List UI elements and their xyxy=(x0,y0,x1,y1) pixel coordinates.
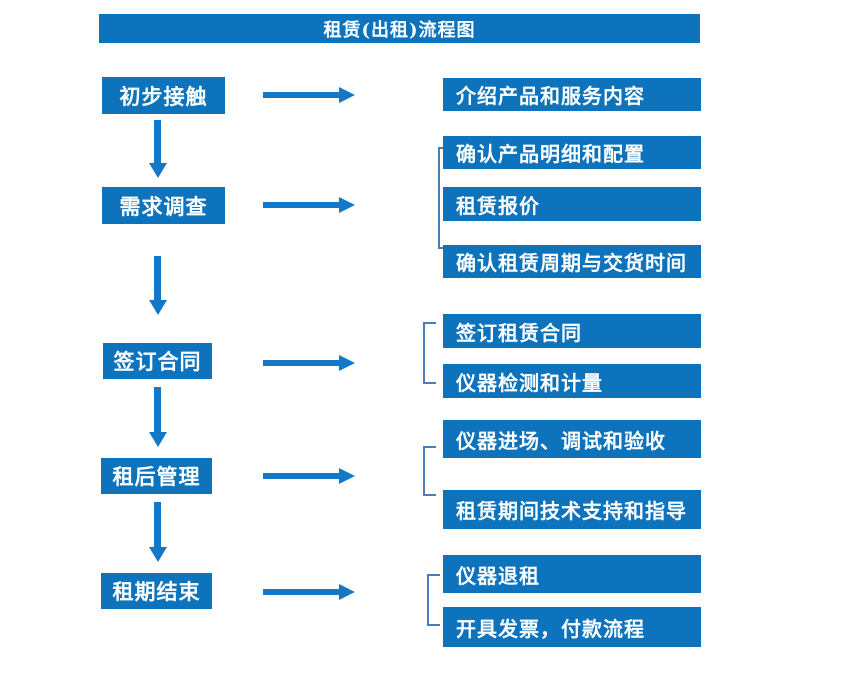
right-arrow-post-rental xyxy=(263,468,355,484)
stage-box-demand-survey: 需求调查 xyxy=(102,187,225,224)
output-box-sign-rental-contract: 签订租赁合同 xyxy=(443,314,701,348)
right-arrow-demand-survey xyxy=(263,197,355,213)
arrow-head xyxy=(339,197,355,213)
right-arrow-contract-signing xyxy=(263,355,355,371)
arrow-shaft xyxy=(263,360,341,366)
arrow-shaft xyxy=(154,256,161,301)
flowchart-title: 租赁(出租)流程图 xyxy=(99,14,700,43)
down-arrow-1 xyxy=(149,120,167,178)
arrow-shaft xyxy=(263,589,341,595)
output-box-confirm-product-details: 确认产品明细和配置 xyxy=(443,136,701,169)
output-box-confirm-rental-period: 确认租赁周期与交货时间 xyxy=(443,245,701,278)
down-arrow-2 xyxy=(149,256,167,315)
arrow-head xyxy=(339,584,355,600)
down-arrow-4 xyxy=(149,502,167,562)
group-bracket-post-rental xyxy=(423,446,436,496)
output-box-instrument-setup-acceptance: 仪器进场、调试和验收 xyxy=(443,420,701,458)
stage-box-lease-end: 租期结束 xyxy=(101,573,212,609)
arrow-shaft xyxy=(154,502,161,548)
arrow-head xyxy=(149,547,167,562)
group-bracket-lease-end xyxy=(427,574,440,626)
arrow-head xyxy=(149,432,167,447)
arrow-head xyxy=(149,163,167,178)
right-arrow-lease-end xyxy=(263,584,355,600)
stage-box-initial-contact: 初步接触 xyxy=(102,77,225,114)
arrow-head xyxy=(339,468,355,484)
arrow-head xyxy=(339,87,355,103)
arrow-shaft xyxy=(154,387,161,433)
output-box-instrument-inspection: 仪器检测和计量 xyxy=(443,364,701,398)
arrow-shaft xyxy=(154,120,161,164)
arrow-head xyxy=(149,300,167,315)
stage-box-post-rental-management: 租后管理 xyxy=(101,458,212,494)
arrow-shaft xyxy=(263,202,341,208)
down-arrow-3 xyxy=(149,387,167,447)
arrow-head xyxy=(339,355,355,371)
output-box-introduce-products: 介绍产品和服务内容 xyxy=(443,78,701,111)
output-box-invoice-payment: 开具发票，付款流程 xyxy=(443,607,701,647)
group-bracket-contract-signing xyxy=(423,322,436,384)
stage-box-contract-signing: 签订合同 xyxy=(103,343,212,379)
output-box-instrument-return: 仪器退租 xyxy=(443,555,701,593)
output-box-technical-support: 租赁期间技术支持和指导 xyxy=(443,490,701,529)
right-arrow-initial-contact xyxy=(263,87,355,103)
output-box-rental-quote: 租赁报价 xyxy=(443,187,701,221)
arrow-shaft xyxy=(263,92,341,98)
arrow-shaft xyxy=(263,473,341,479)
